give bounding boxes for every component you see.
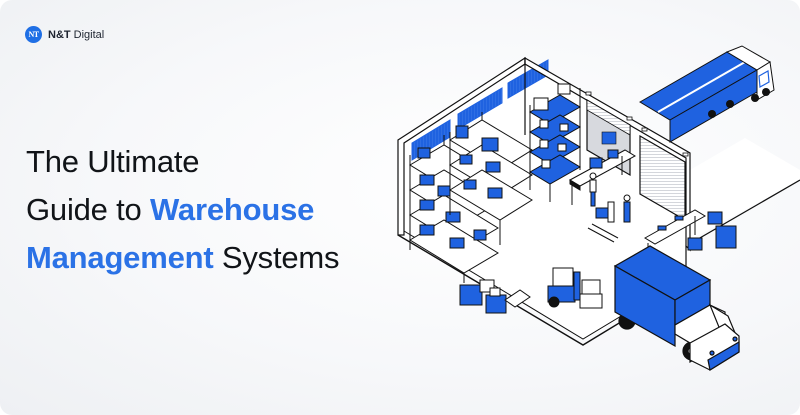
forklift: [547, 267, 603, 309]
title-accent: Warehouse: [150, 192, 315, 227]
brand[interactable]: NT N&T Digital: [25, 26, 104, 43]
title-line-2: Guide to Warehouse: [26, 186, 339, 234]
title-text: Guide to: [26, 192, 142, 227]
box-pallets: [459, 279, 531, 314]
shelving-unit: [529, 83, 581, 202]
brand-name-regular: Digital: [73, 28, 105, 41]
title-line-1: The Ultimate: [26, 138, 339, 186]
pallet-jack: [587, 194, 631, 243]
warehouse-illustration: [397, 45, 800, 371]
title-accent: Management: [26, 240, 214, 275]
title-text: Systems: [221, 240, 340, 275]
box-truck: [613, 245, 740, 371]
brand-name: N&T Digital: [48, 29, 104, 41]
brand-name-bold: N&T: [48, 28, 71, 41]
conveyor-belt: [644, 209, 737, 265]
title-line-3: Management Systems: [26, 234, 340, 282]
shelving-unit: [449, 112, 533, 245]
brand-logo-icon: NT: [25, 26, 42, 43]
semi-truck: [639, 45, 775, 143]
page-title: The Ultimate Guide to Warehouse Manageme…: [26, 138, 340, 282]
conveyor-belt: [568, 149, 637, 207]
title-text: The Ultimate: [26, 144, 200, 179]
